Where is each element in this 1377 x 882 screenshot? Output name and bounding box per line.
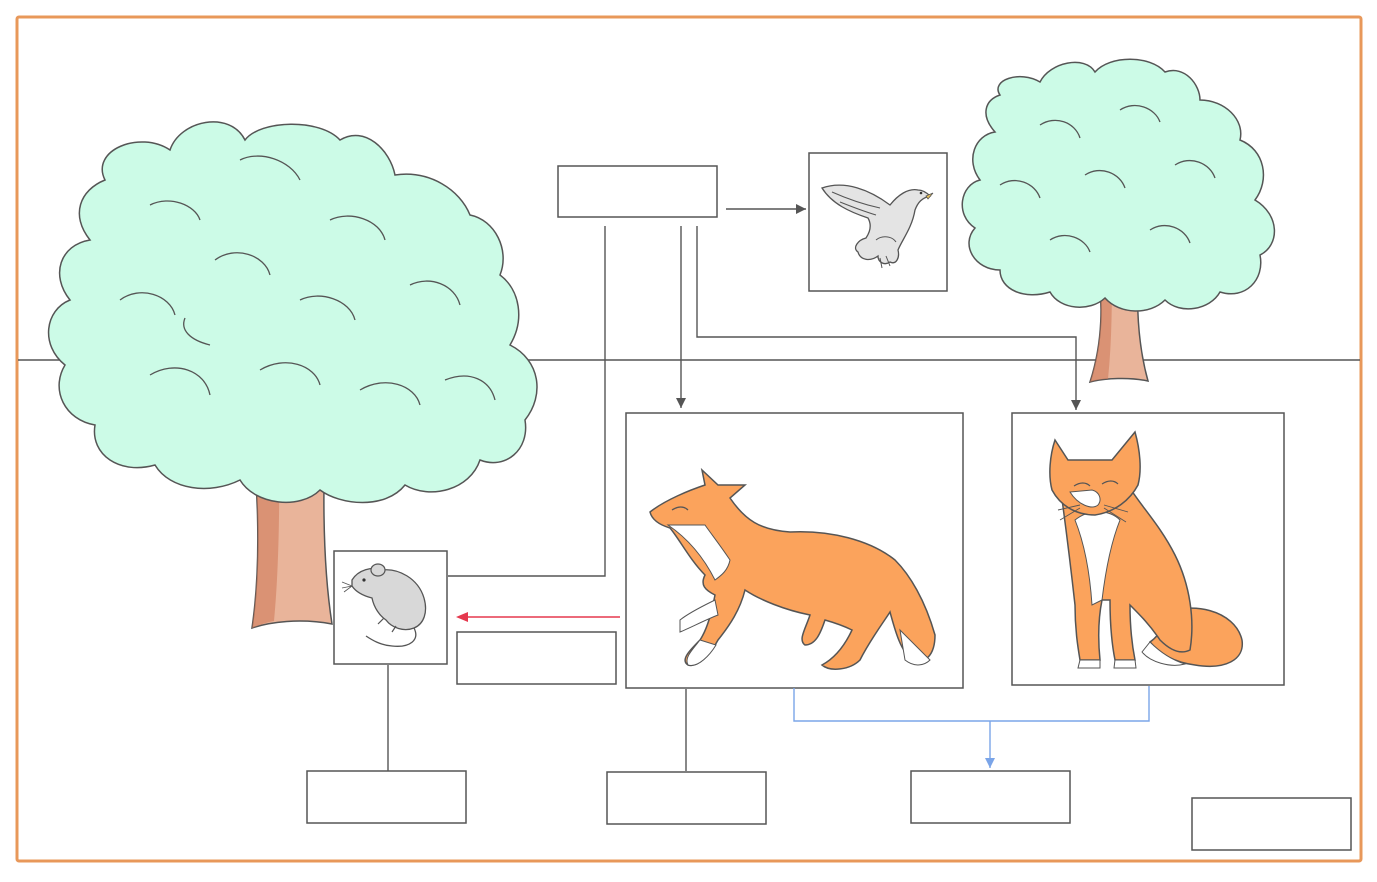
arrow-to-sitting-fox	[696, 226, 1081, 410]
label-box-top-center[interactable]	[557, 165, 718, 218]
small-tree-icon	[961, 58, 1276, 384]
fox-walking-card	[625, 412, 964, 689]
large-tree-icon	[48, 121, 538, 630]
connectors	[387, 204, 1150, 771]
label-box-under-blue-merge[interactable]	[910, 770, 1071, 824]
mouse-card	[333, 550, 448, 665]
hawk-icon	[821, 184, 934, 269]
fox-walking-icon	[649, 467, 936, 670]
blue-merge-left	[793, 686, 1150, 722]
label-box-under-mouse[interactable]	[306, 770, 467, 824]
mouse-icon	[341, 563, 427, 647]
hawk-card	[808, 152, 948, 292]
label-box-bottom-right[interactable]	[1191, 797, 1352, 851]
fox-sitting-icon	[1049, 430, 1243, 669]
label-box-under-fox-hunting[interactable]	[606, 771, 767, 825]
label-box-below-mouse-arrow[interactable]	[456, 631, 617, 685]
fox-sitting-card	[1011, 412, 1285, 686]
line-to-mouse	[448, 226, 606, 577]
